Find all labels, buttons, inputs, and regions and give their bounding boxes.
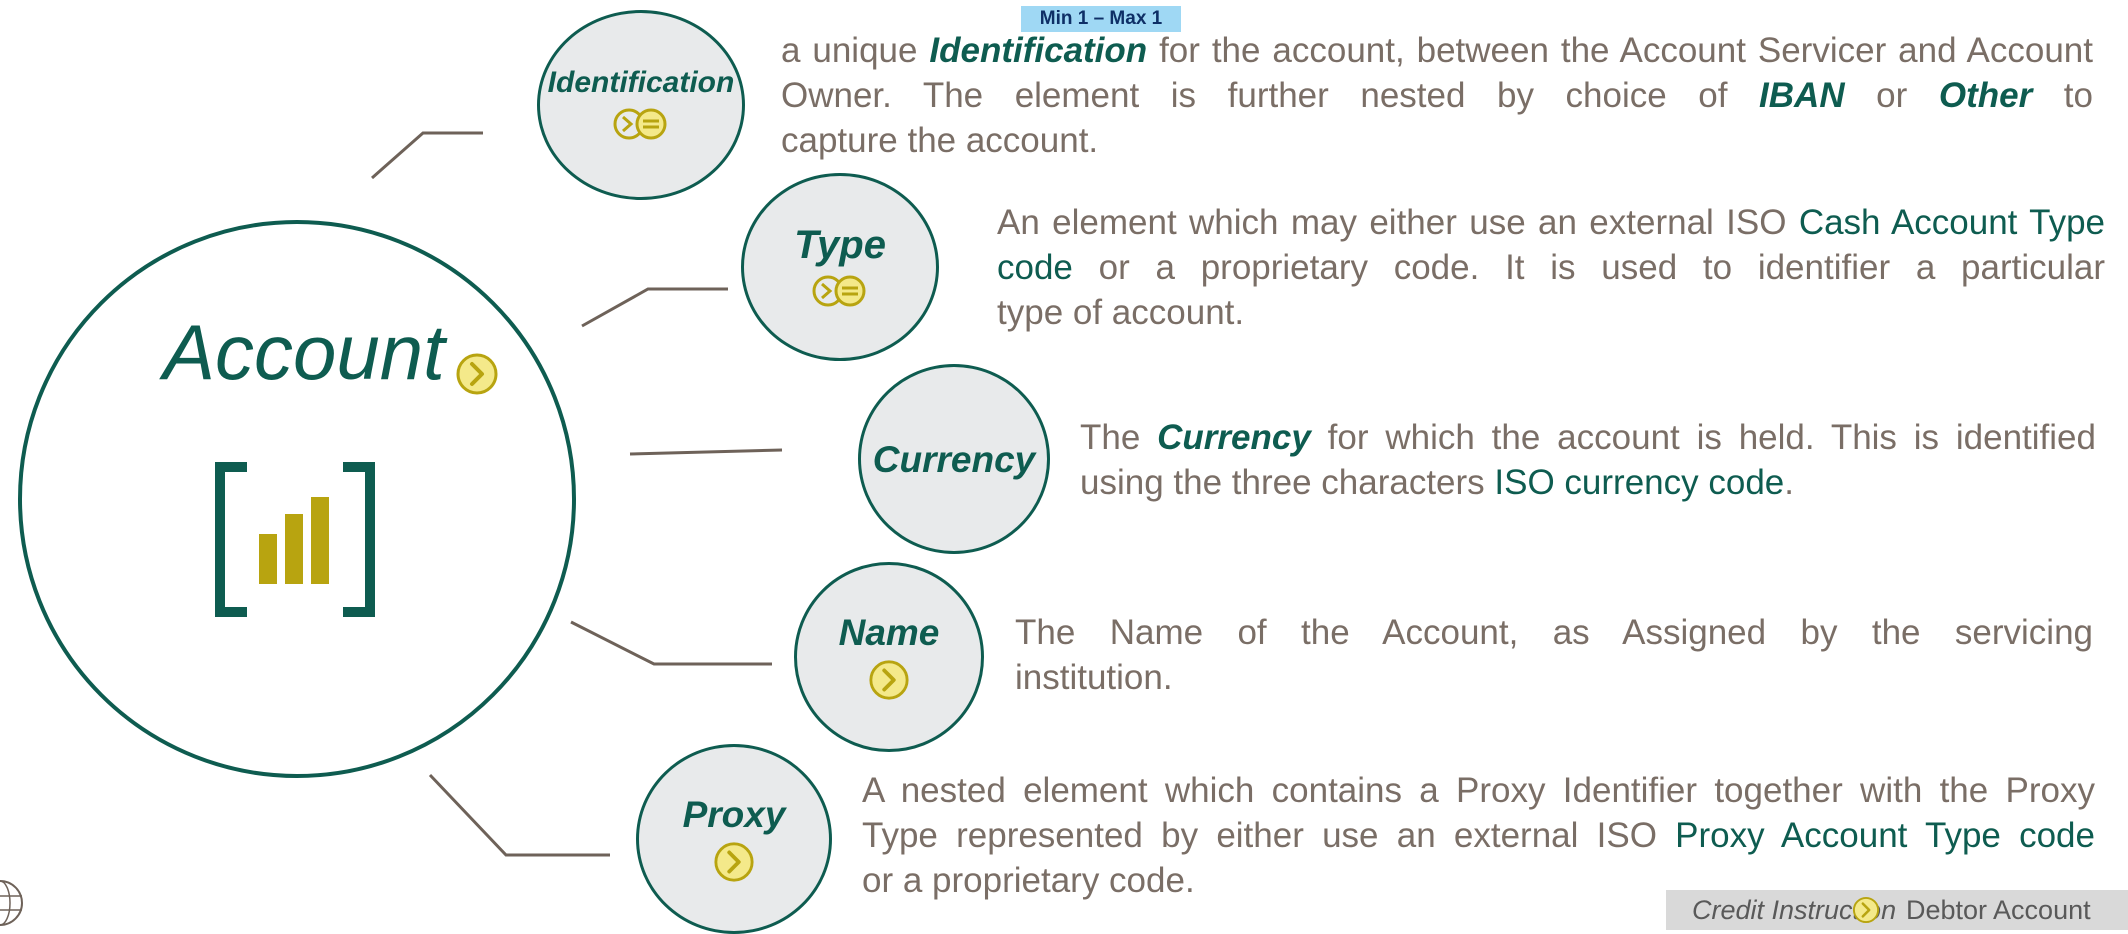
desc-highlight: Identification	[929, 31, 1148, 70]
desc-link[interactable]: Cash Account Type code	[997, 203, 2106, 287]
node-currency-label: Currency	[872, 438, 1036, 480]
cardinality-badge: Min 1 – Max 1	[1021, 6, 1181, 32]
node-proxy-label: Proxy	[682, 793, 786, 835]
bracket-bar-chart-icon	[215, 462, 375, 617]
desc-text: or a proprietary code. It is used to ide…	[1072, 248, 2105, 287]
desc-text: The Name of the Account, as Assigned by …	[1015, 613, 2093, 652]
desc-text: to	[2032, 76, 2093, 115]
description-name: The Name of the Account, as Assigned by …	[1015, 610, 2093, 700]
connector-name	[570, 620, 772, 666]
desc-highlight: Currency	[1157, 418, 1311, 457]
desc-text: for the account, between the Account Ser…	[781, 31, 2093, 115]
description-identification: a unique Identification for the account,…	[781, 28, 2093, 163]
desc-text: .	[1784, 463, 1794, 502]
desc-text: institution.	[1015, 658, 1173, 697]
desc-text: An element which may either use an exter…	[997, 203, 1799, 242]
desc-text: A nested element which contains a Proxy …	[862, 771, 2095, 855]
node-proxy[interactable]: Proxy	[636, 744, 832, 934]
desc-highlight: IBAN	[1759, 76, 1845, 115]
globe-logo-icon	[0, 880, 23, 926]
description-proxy: A nested element which contains a Proxy …	[862, 768, 2095, 903]
node-name-label: Name	[838, 611, 940, 653]
account-title: Account	[163, 308, 445, 396]
node-type[interactable]: Type	[741, 173, 939, 361]
chevron-right-circle-icon	[1852, 896, 1880, 924]
description-currency: The Currency for which the account is he…	[1080, 415, 2096, 505]
chevron-right-circle-icon[interactable]	[868, 659, 910, 701]
chevron-right-circle-icon[interactable]	[455, 352, 499, 396]
connector-currency	[629, 448, 783, 456]
desc-text: a unique	[781, 31, 930, 70]
node-identification-label: Identification	[547, 66, 735, 99]
node-type-label: Type	[794, 223, 886, 267]
desc-link[interactable]: Proxy Account Type code	[1675, 816, 2095, 855]
desc-text: capture the account.	[781, 121, 1099, 160]
desc-link[interactable]: ISO currency code	[1494, 463, 1785, 502]
desc-text: type of account.	[997, 293, 1245, 332]
connector-proxy	[428, 773, 610, 857]
connector-type	[581, 287, 728, 328]
connector-identification	[371, 131, 483, 180]
node-name[interactable]: Name	[794, 562, 984, 752]
chevron-right-circle-icon[interactable]	[713, 841, 755, 883]
desc-text: or	[1844, 76, 1939, 115]
desc-highlight: Other	[1938, 76, 2033, 115]
account-main-circle	[18, 220, 576, 778]
choice-icon	[613, 108, 667, 140]
desc-text: The	[1080, 418, 1158, 457]
breadcrumb: Credit Instruction Debtor Account	[1666, 890, 2128, 930]
desc-text: for which the account is held. This is i…	[1310, 418, 2096, 457]
breadcrumb-item-debtor-account: Debtor Account	[1906, 895, 2091, 925]
node-currency[interactable]: Currency	[858, 364, 1050, 554]
description-type: An element which may either use an exter…	[997, 200, 2105, 335]
node-identification[interactable]: Identification	[537, 10, 745, 200]
desc-text: or a proprietary code.	[862, 861, 1195, 900]
desc-text: using the three characters	[1080, 463, 1495, 502]
choice-icon	[812, 275, 866, 307]
